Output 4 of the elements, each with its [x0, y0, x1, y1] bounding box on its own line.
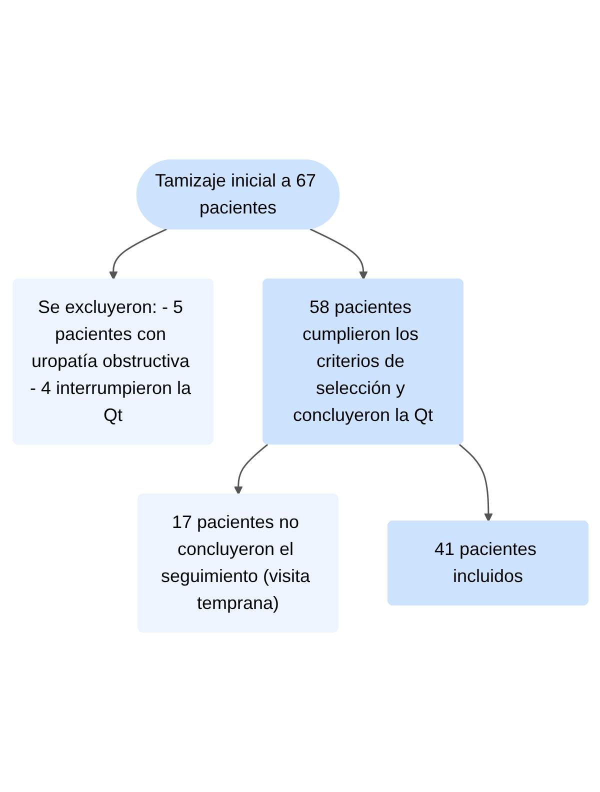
- arrow: [458, 444, 492, 522]
- arrow: [309, 228, 368, 280]
- arrow: [108, 228, 167, 280]
- arrow: [233, 444, 268, 495]
